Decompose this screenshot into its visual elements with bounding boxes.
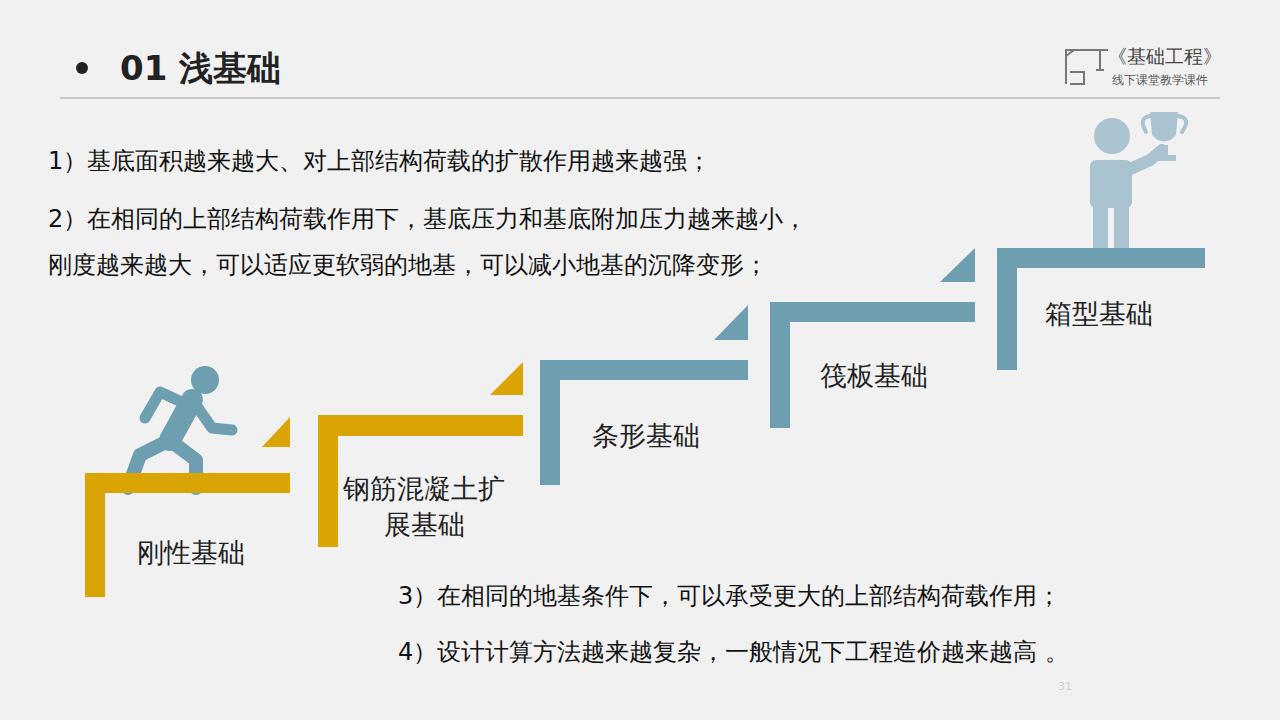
title-rule <box>60 97 1220 99</box>
page-number: 31 <box>1058 680 1072 693</box>
point-text: 4）设计计算方法越来越复杂，一般情况下工程造价越来越高 。 <box>398 634 1069 670</box>
trophy-figure <box>1090 112 1186 251</box>
step-node: 筏板基础 <box>770 302 975 428</box>
step-band-shape <box>85 473 290 597</box>
step-node: 箱型基础 <box>997 248 1205 370</box>
point-text: 3）在相同的地基条件下，可以承受更大的上部结构荷载作用； <box>398 578 1061 614</box>
step-node: 刚性基础 <box>85 473 290 597</box>
title-bullet <box>76 62 88 74</box>
logo-subtitle: 线下课堂教学课件 <box>1112 72 1208 89</box>
runner-figure <box>128 366 232 488</box>
step-node: 钢筋混凝土扩展基础 <box>318 415 523 547</box>
point-text: 1）基底面积越来越大、对上部结构荷载的扩散作用越来越强； <box>48 143 711 179</box>
step-label: 筏板基础 <box>820 358 928 394</box>
point-text: 2）在相同的上部结构荷载作用下，基底压力和基底附加压力越来越小，刚度越来越大，可… <box>48 196 818 288</box>
step-band-shape <box>770 302 975 428</box>
logo-crane <box>1066 50 1108 84</box>
logo-title: 《基础工程》 <box>1108 44 1222 70</box>
slide-title: 01 浅基础 <box>120 46 281 92</box>
step-label: 条形基础 <box>592 418 700 454</box>
step-band-shape <box>997 248 1205 370</box>
step-label: 钢筋混凝土扩展基础 <box>338 471 510 543</box>
step-band <box>85 473 290 597</box>
step-label: 箱型基础 <box>1045 296 1153 332</box>
step-node: 条形基础 <box>540 360 748 485</box>
step-band-shape <box>318 415 523 547</box>
step-band-shape <box>540 360 748 485</box>
step-label: 刚性基础 <box>137 535 245 571</box>
